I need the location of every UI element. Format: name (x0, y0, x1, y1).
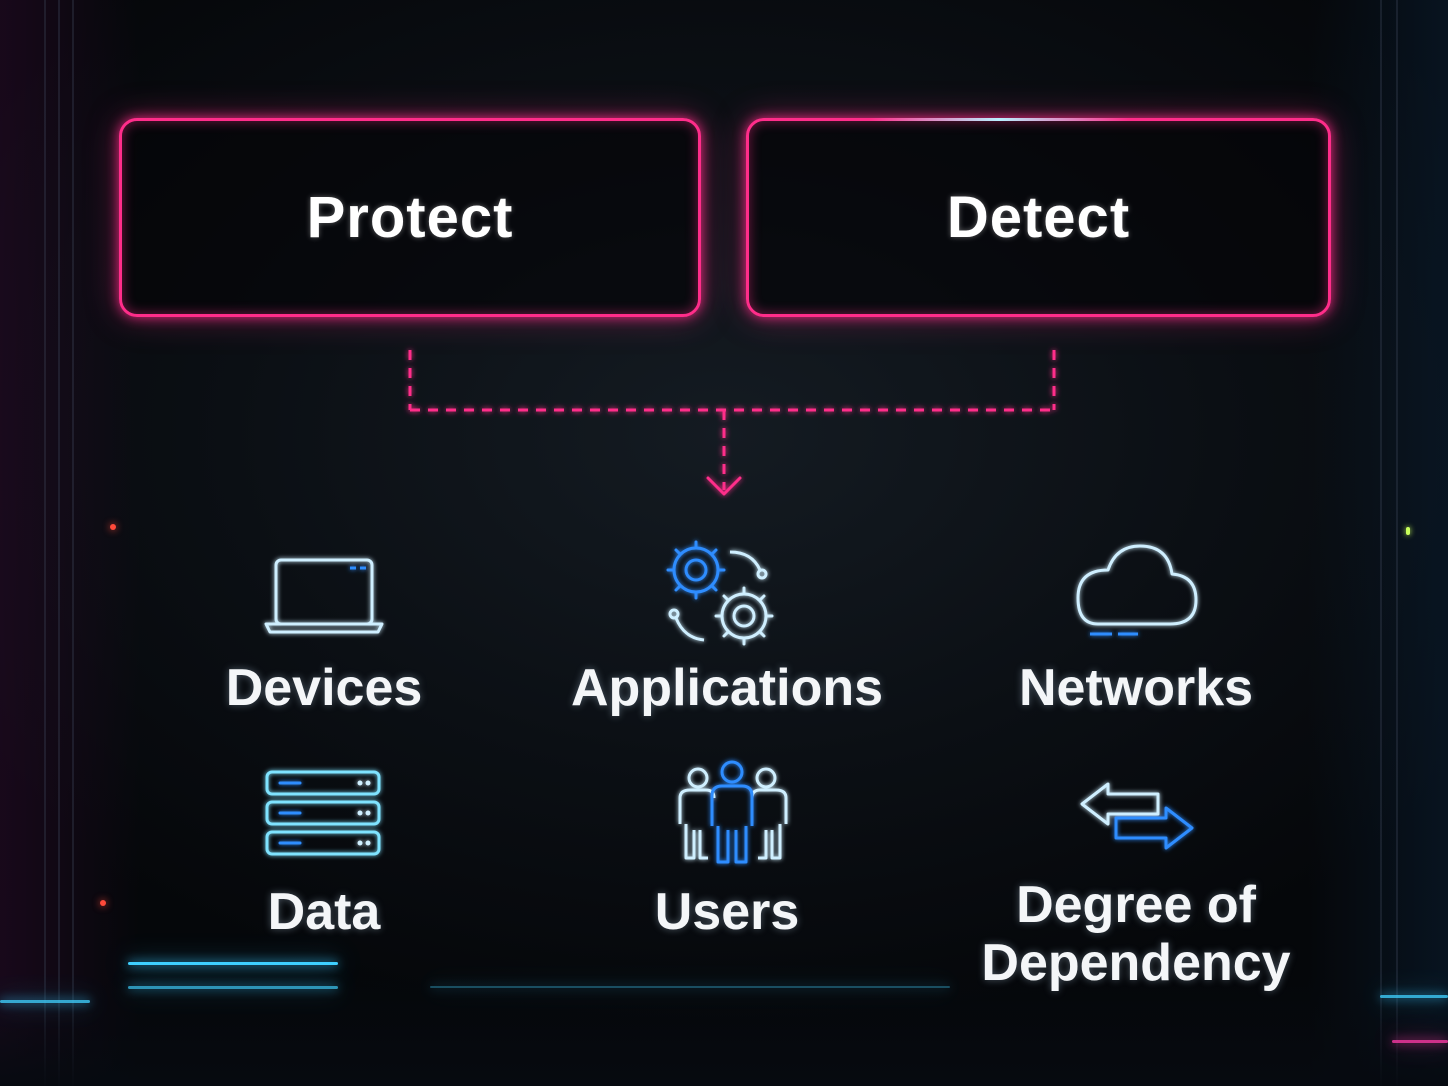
detect-label: Detect (946, 185, 1131, 250)
wall-pipe (44, 0, 46, 1086)
wall-pipe (1380, 0, 1382, 1086)
detect-box: Detect (746, 118, 1331, 317)
floor-light-strip (1392, 1040, 1448, 1043)
status-led (110, 524, 116, 530)
floor (0, 976, 1448, 1086)
gears-icon (666, 540, 774, 646)
category-label-degree-of-dependency: Degree of Dependency (981, 876, 1291, 992)
box-sheen (869, 118, 1129, 121)
wall-pipe (1396, 0, 1398, 1086)
merge-connector (408, 350, 1056, 496)
wall-pipe (58, 0, 60, 1086)
protect-label: Protect (306, 185, 514, 250)
wall-pipe (72, 0, 74, 1086)
category-label-devices: Devices (225, 659, 423, 717)
cloud-icon (1076, 544, 1198, 636)
category-label-data: Data (267, 883, 381, 941)
category-label-applications: Applications (570, 659, 884, 717)
floor-light-strip (0, 1000, 90, 1003)
laptop-icon (264, 558, 384, 634)
protect-box: Protect (119, 118, 701, 317)
exchange-arrows-icon (1080, 782, 1194, 850)
left-ambient-glow (0, 0, 140, 1086)
floor-light-strip (128, 986, 338, 989)
category-label-networks: Networks (1018, 659, 1254, 717)
users-group-icon (678, 760, 788, 864)
category-label-users: Users (654, 883, 800, 941)
arrow-down-icon (706, 476, 742, 496)
right-ambient-glow (1308, 0, 1448, 1086)
floor-light-strip (1380, 995, 1448, 998)
server-stack-icon (265, 770, 381, 856)
status-led (1406, 527, 1410, 535)
floor-light-strip (128, 962, 338, 965)
floor-light-strip (430, 986, 950, 988)
status-led (100, 900, 106, 906)
